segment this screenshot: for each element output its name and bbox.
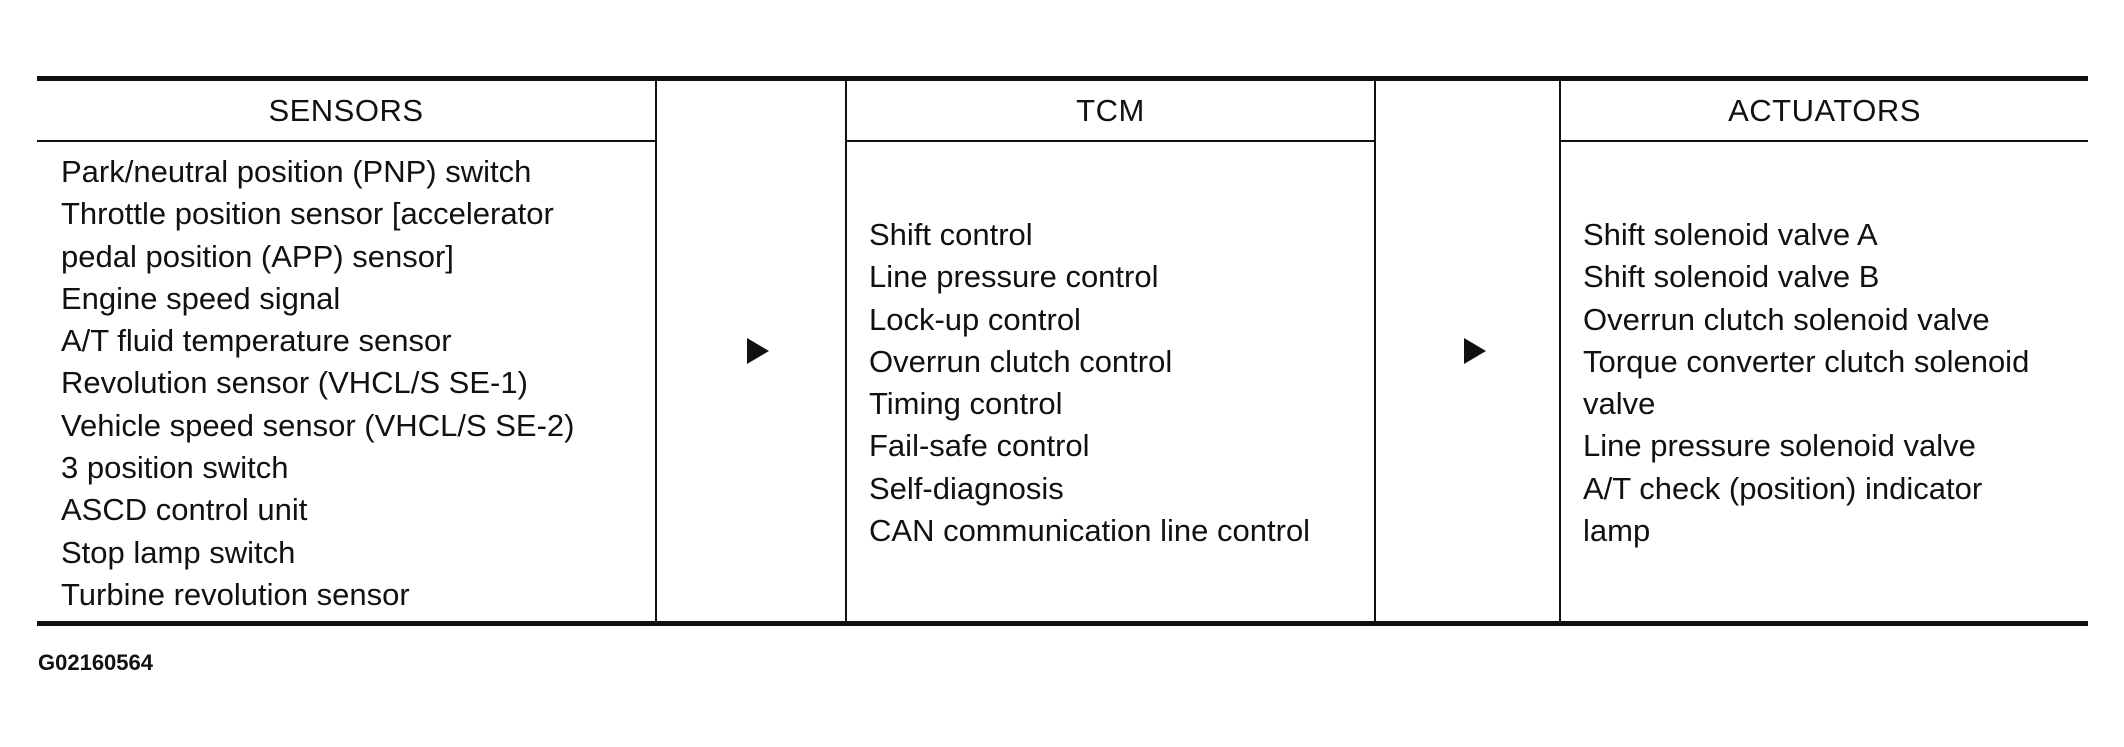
sensors-list: Park/neutral position (PNP) switch Throt… [61,151,574,616]
tcm-item: Timing control [869,386,1063,422]
actuators-list: Shift solenoid valve A Shift solenoid va… [1583,214,2029,552]
sensor-item: pedal position (APP) sensor] [61,238,454,274]
sensor-item: Vehicle speed sensor (VHCL/S SE-2) [61,407,575,443]
figure-id: G02160564 [38,650,153,675]
actuator-item: A/T check (position) indicator [1583,470,1983,506]
tcm-item: Lock-up control [869,301,1081,337]
divider-tcm-right [1374,81,1376,621]
sensors-header: SENSORS [268,92,424,128]
sensor-item: Stop lamp switch [61,534,296,570]
tcm-functions-list: Shift control Line pressure control Lock… [869,214,1310,552]
actuator-item: lamp [1583,513,1651,549]
divider-tcm-left [845,81,847,621]
arrow-right-icon [747,338,769,364]
sensor-item: Turbine revolution sensor [61,576,410,612]
divider-sensors-right [655,81,657,621]
tcm-header: TCM [1076,92,1145,128]
actuator-item: Overrun clutch solenoid valve [1583,301,1990,337]
sensor-item: Park/neutral position (PNP) switch [61,154,532,189]
actuator-item: Shift solenoid valve B [1583,259,1880,295]
sensor-item: ASCD control unit [61,492,308,528]
tcm-item: Fail-safe control [869,428,1090,464]
header-rule-actuators [1559,140,2088,142]
sensor-item: A/T fluid temperature sensor [61,323,452,359]
block-diagram-table: SENSORS TCM ACTUATORS Park/neutral posit… [37,76,2088,626]
sensor-item: Throttle position sensor [accelerator [61,196,554,232]
sensor-item: 3 position switch [61,450,289,486]
actuators-header: ACTUATORS [1728,92,1921,128]
arrow-right-icon [1464,338,1486,364]
actuator-item: Line pressure solenoid valve [1583,428,1976,464]
actuator-item: Shift solenoid valve A [1583,217,1878,252]
tcm-item: Self-diagnosis [869,470,1064,506]
actuator-item: valve [1583,386,1656,422]
sensor-item: Revolution sensor (VHCL/S SE-1) [61,365,528,401]
tcm-item: Line pressure control [869,259,1159,295]
header-rule-sensors [37,140,657,142]
divider-actuators-left [1559,81,1561,621]
header-rule-tcm [845,140,1376,142]
sensor-item: Engine speed signal [61,280,341,316]
tcm-item: Shift control [869,217,1033,252]
tcm-item: Overrun clutch control [869,343,1173,379]
actuator-item: Torque converter clutch solenoid [1583,343,2030,379]
tcm-item: CAN communication line control [869,513,1311,549]
